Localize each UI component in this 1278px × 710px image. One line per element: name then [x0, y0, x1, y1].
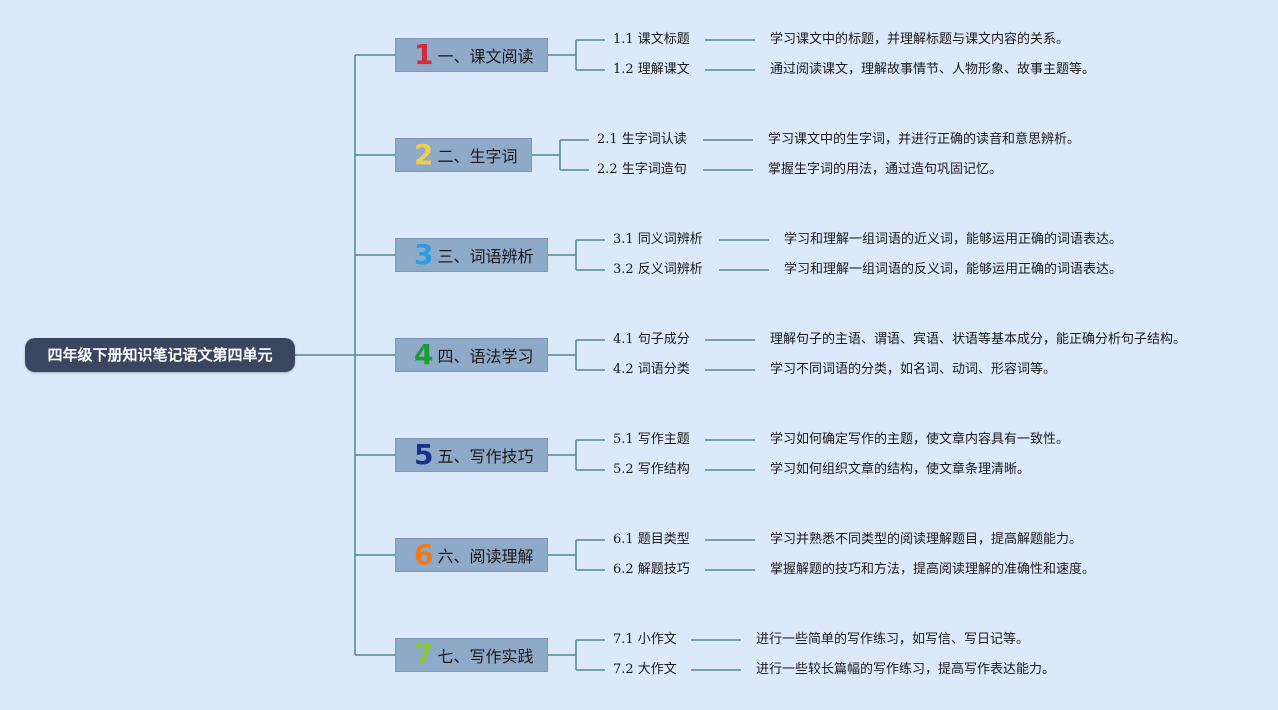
sub-topic-label[interactable]: 2.2 生字词造句 — [597, 162, 687, 177]
branch-label: 五、写作技巧 — [437, 447, 534, 466]
sub-topic-description: 学习如何确定写作的主题，使文章内容具有一致性。 — [770, 432, 1070, 447]
sub-topic-label[interactable]: 5.1 写作主题 — [613, 432, 690, 447]
sub-topic-label[interactable]: 3.1 同义词辨析 — [613, 232, 703, 247]
sub-topic-description: 通过阅读课文，理解故事情节、人物形象、故事主题等。 — [770, 62, 1096, 77]
root-node[interactable]: 四年级下册知识笔记语文第四单元 — [25, 338, 295, 372]
sub-topic-description: 学习并熟悉不同类型的阅读理解题目，提高解题能力。 — [770, 532, 1083, 547]
branch-label: 三、词语辨析 — [437, 247, 534, 266]
branch-label: 四、语法学习 — [437, 347, 534, 366]
sub-topic-label[interactable]: 7.2 大作文 — [613, 662, 677, 677]
branch-label: 二、生字词 — [437, 147, 518, 166]
sub-topic-label[interactable]: 1.2 理解课文 — [613, 62, 690, 77]
branch-number: 6 — [414, 538, 434, 571]
branch-number: 1 — [414, 38, 434, 71]
sub-topic-label[interactable]: 1.1 课文标题 — [613, 32, 690, 47]
sub-topic-label[interactable]: 4.1 句子成分 — [613, 332, 690, 347]
sub-topic-description: 学习不同词语的分类，如名词、动词、形容词等。 — [770, 362, 1057, 377]
branch-number: 7 — [414, 638, 434, 671]
sub-topic-label[interactable]: 5.2 写作结构 — [613, 462, 690, 477]
branch-label: 六、阅读理解 — [437, 547, 534, 566]
sub-topic-label[interactable]: 7.1 小作文 — [613, 632, 677, 647]
sub-topic-description: 学习课文中的标题，并理解标题与课文内容的关系。 — [770, 32, 1070, 47]
sub-topic-label[interactable]: 2.1 生字词认读 — [597, 132, 687, 147]
branch-number: 2 — [414, 138, 434, 171]
sub-topic-label[interactable]: 3.2 反义词辨析 — [613, 262, 703, 277]
sub-topic-description: 学习和理解一组词语的反义词，能够运用正确的词语表达。 — [784, 262, 1123, 277]
branch-number: 5 — [414, 438, 434, 471]
sub-topic-label[interactable]: 4.2 词语分类 — [613, 362, 690, 377]
sub-topic-label[interactable]: 6.2 解题技巧 — [613, 562, 690, 577]
sub-topic-description: 进行一些简单的写作练习，如写信、写日记等。 — [756, 632, 1030, 647]
sub-topic-description: 理解句子的主语、谓语、宾语、状语等基本成分，能正确分析句子结构。 — [770, 332, 1187, 347]
sub-topic-description: 学习和理解一组词语的近义词，能够运用正确的词语表达。 — [784, 232, 1123, 247]
sub-topic-description: 进行一些较长篇幅的写作练习，提高写作表达能力。 — [756, 662, 1056, 677]
branch-label: 七、写作实践 — [437, 647, 534, 666]
sub-topic-description: 掌握生字词的用法，通过造句巩固记忆。 — [768, 162, 1003, 177]
sub-topic-description: 学习如何组织文章的结构，使文章条理清晰。 — [770, 462, 1031, 477]
sub-topic-label[interactable]: 6.1 题目类型 — [613, 532, 690, 547]
sub-topic-description: 掌握解题的技巧和方法，提高阅读理解的准确性和速度。 — [770, 562, 1096, 577]
branch-label: 一、课文阅读 — [437, 47, 534, 66]
branch-number: 4 — [414, 338, 434, 371]
branch-number: 3 — [414, 238, 434, 271]
sub-topic-description: 学习课文中的生字词，并进行正确的读音和意思辨析。 — [768, 132, 1081, 147]
